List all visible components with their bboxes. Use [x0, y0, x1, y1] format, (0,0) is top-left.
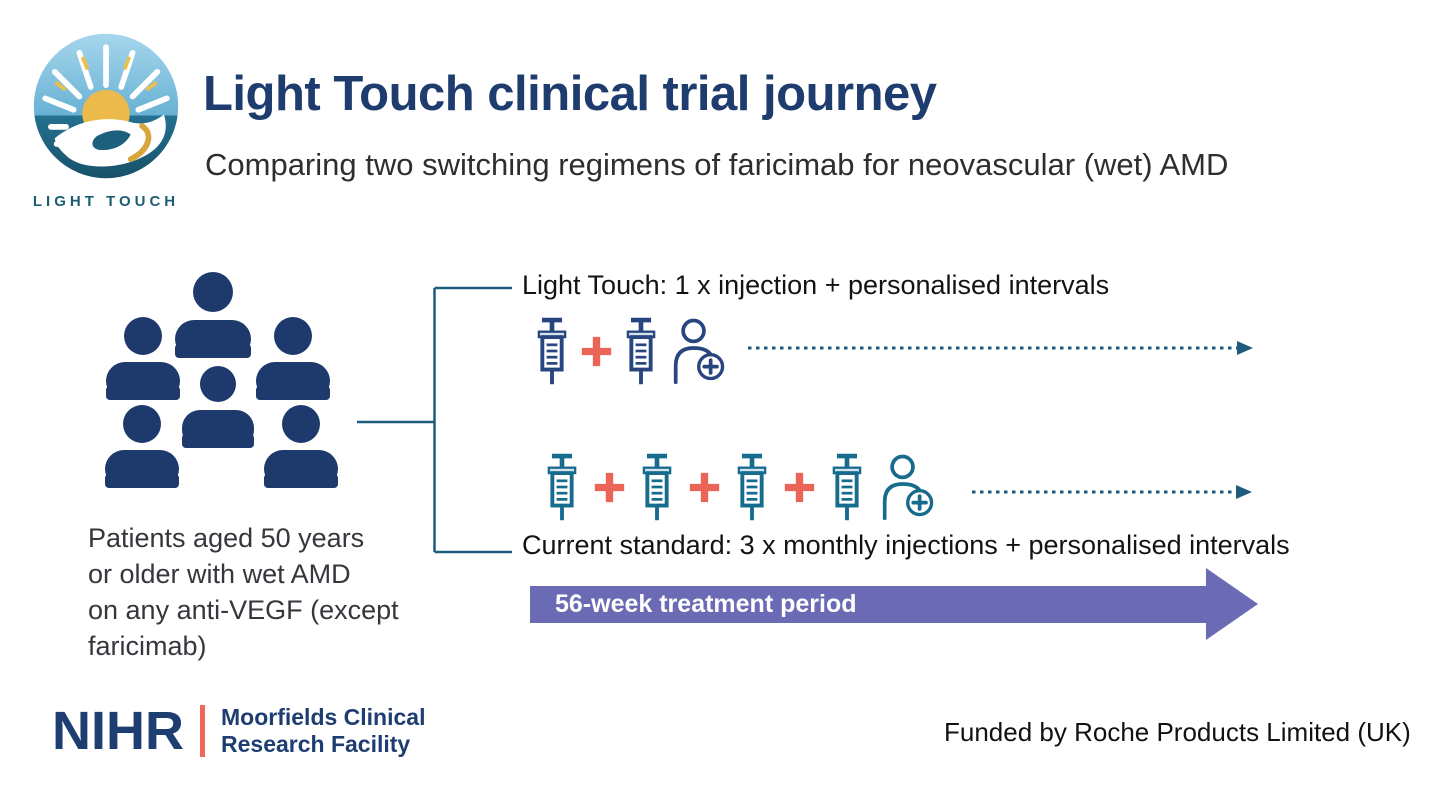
syringe-icon: [735, 448, 769, 526]
arm-light-touch-icons: [535, 308, 727, 394]
arm-light-touch-label: Light Touch: 1 x injection + personalise…: [522, 270, 1110, 300]
org-line: Moorfields Clinical: [221, 704, 426, 730]
person-plus-icon: [669, 309, 727, 393]
plus-icon: [580, 335, 613, 368]
caption-line: Patients aged 50 years: [88, 523, 365, 553]
nihr-org-name: Moorfields Clinical Research Facility: [221, 704, 425, 758]
person-plus-icon: [878, 445, 936, 529]
nihr-divider: [200, 705, 205, 757]
light-touch-logo-icon: [33, 33, 179, 179]
nihr-wordmark: NIHR: [52, 701, 184, 761]
caption-line: faricimab): [88, 631, 207, 661]
arm-current-standard-label: Current standard: 3 x monthly injections…: [522, 530, 1290, 560]
brand-name: LIGHT TOUCH: [32, 193, 180, 210]
caption-line: or older with wet AMD: [88, 559, 351, 589]
page-subtitle: Comparing two switching regimens of fari…: [205, 147, 1229, 182]
plus-icon: [688, 471, 721, 504]
nihr-moorfields-logo: NIHR Moorfields Clinical Research Facili…: [52, 700, 425, 762]
caption-line: on any anti-VEGF (except: [88, 595, 399, 625]
patients-caption: Patients aged 50 years or older with wet…: [88, 520, 399, 664]
dotted-arrow-light-touch: [748, 341, 1253, 355]
bracket-connector: [357, 286, 512, 554]
syringe-icon: [624, 312, 658, 390]
syringe-icon: [545, 448, 579, 526]
syringe-icon: [535, 312, 569, 390]
syringe-icon: [640, 448, 674, 526]
plus-icon: [783, 471, 816, 504]
plus-icon: [593, 471, 626, 504]
light-touch-logo: LIGHT TOUCH: [28, 30, 184, 210]
timeline-arrow: 56-week treatment period: [530, 586, 1206, 623]
arm-current-standard-icons: [545, 444, 936, 530]
timeline-label: 56-week treatment period: [555, 590, 857, 618]
page-title: Light Touch clinical trial journey: [203, 67, 937, 121]
org-line: Research Facility: [221, 731, 411, 757]
crowd-of-patients-icon: [105, 272, 338, 488]
dotted-arrow-current-standard: [972, 485, 1252, 499]
syringe-icon: [830, 448, 864, 526]
timeline-arrowhead-icon: [1206, 568, 1258, 640]
funding-statement: Funded by Roche Products Limited (UK): [944, 717, 1411, 747]
